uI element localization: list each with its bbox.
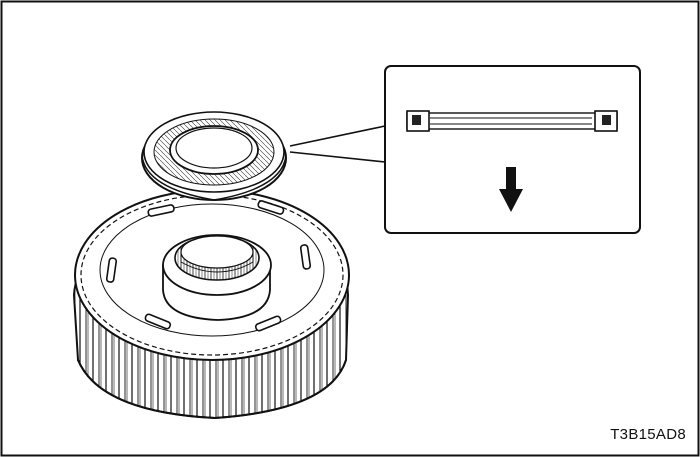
figure-code-label: T3B15AD8 [610,426,686,443]
thrust-bearing [141,111,287,201]
bearing-cross-section [406,110,618,132]
detail-inset [384,65,641,234]
clutch-drum [72,189,350,420]
down-arrow-icon [499,167,523,212]
callout-leader [289,125,386,163]
drum-slots [105,200,312,332]
drum-hub [162,234,272,321]
